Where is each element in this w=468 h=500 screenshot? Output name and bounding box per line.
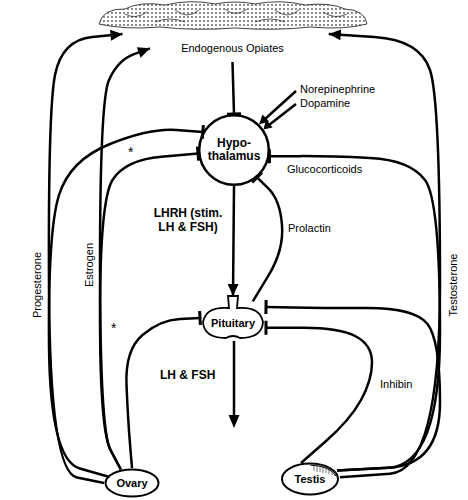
connector-line xyxy=(100,48,150,469)
connector-line xyxy=(253,177,282,301)
edge-label: * xyxy=(111,320,116,336)
edge-label: Estrogen xyxy=(83,243,96,287)
edge-label: LHRH (stim. LH & FSH) xyxy=(146,206,230,234)
connector-line xyxy=(266,328,372,463)
arrow-head xyxy=(329,29,341,40)
inhibition-bar xyxy=(252,172,262,182)
arrow-head xyxy=(110,30,122,41)
annotation-label: Dopamine xyxy=(300,97,350,110)
annotation-label: Glucocorticoids xyxy=(287,163,362,176)
connector xyxy=(269,149,440,470)
connector xyxy=(49,30,123,483)
connector-line xyxy=(329,34,440,477)
inhibition-bar xyxy=(264,321,267,335)
connector-line xyxy=(233,186,234,296)
brain-outline xyxy=(99,2,367,30)
connector xyxy=(266,300,440,470)
inhibition-bar xyxy=(198,311,202,325)
circle-shape xyxy=(199,115,269,185)
edge-label: Prolactin xyxy=(288,222,331,235)
connector-line xyxy=(49,34,123,483)
arrow-head xyxy=(264,120,273,130)
connector xyxy=(227,62,241,114)
brain-gyri xyxy=(125,9,347,22)
arrow-head xyxy=(228,284,239,296)
node-circle: Hypo- thalamus xyxy=(198,114,270,186)
node-label: Endogenous Opiates xyxy=(95,42,370,55)
output-arrow-line xyxy=(233,341,236,416)
connector-line xyxy=(49,130,203,477)
inhibition-bar xyxy=(227,112,241,115)
node-label: Hypo- thalamus xyxy=(202,137,266,163)
annotation-label: Norepinephrine xyxy=(300,83,375,96)
inhibition-bar xyxy=(268,149,271,163)
node-testis: Testis xyxy=(280,462,340,496)
edge-label: Progesterone xyxy=(31,252,44,318)
connector-line xyxy=(126,318,200,468)
node-label: Ovary xyxy=(116,477,147,489)
inhibition-bar xyxy=(264,300,267,314)
node-brain: Endogenous Opiates xyxy=(95,0,370,62)
connector xyxy=(329,29,440,477)
node-ell: Ovary xyxy=(104,468,160,498)
edge-label: * xyxy=(128,144,133,160)
connector-line xyxy=(269,156,440,470)
pituitary-shape xyxy=(203,296,263,338)
node-label: Testis xyxy=(295,473,326,485)
connector xyxy=(100,147,199,470)
ovary-shape xyxy=(106,470,159,497)
edge-label: Inhibin xyxy=(380,378,412,391)
node-pit: Pituitary xyxy=(200,296,266,340)
connector xyxy=(100,47,150,469)
arrow-head xyxy=(259,115,269,125)
inhibition-bar xyxy=(197,147,198,161)
connector xyxy=(252,172,282,301)
connector xyxy=(266,321,372,463)
testis-shape xyxy=(282,464,338,495)
node-label: Pituitary xyxy=(211,307,255,329)
connector xyxy=(228,186,239,296)
connector-line xyxy=(266,307,440,471)
inhibition-bar xyxy=(202,125,203,139)
edge-label: Testosterone xyxy=(447,254,460,317)
connector-line xyxy=(100,154,198,470)
input-arrow-line xyxy=(265,91,296,119)
connector xyxy=(49,125,203,477)
arrow-head xyxy=(137,47,150,57)
connector-line xyxy=(233,62,235,114)
arrow-head xyxy=(229,415,240,428)
connector xyxy=(126,311,200,468)
annotation-label: LH & FSH xyxy=(160,368,215,382)
input-arrow-line xyxy=(269,104,296,125)
